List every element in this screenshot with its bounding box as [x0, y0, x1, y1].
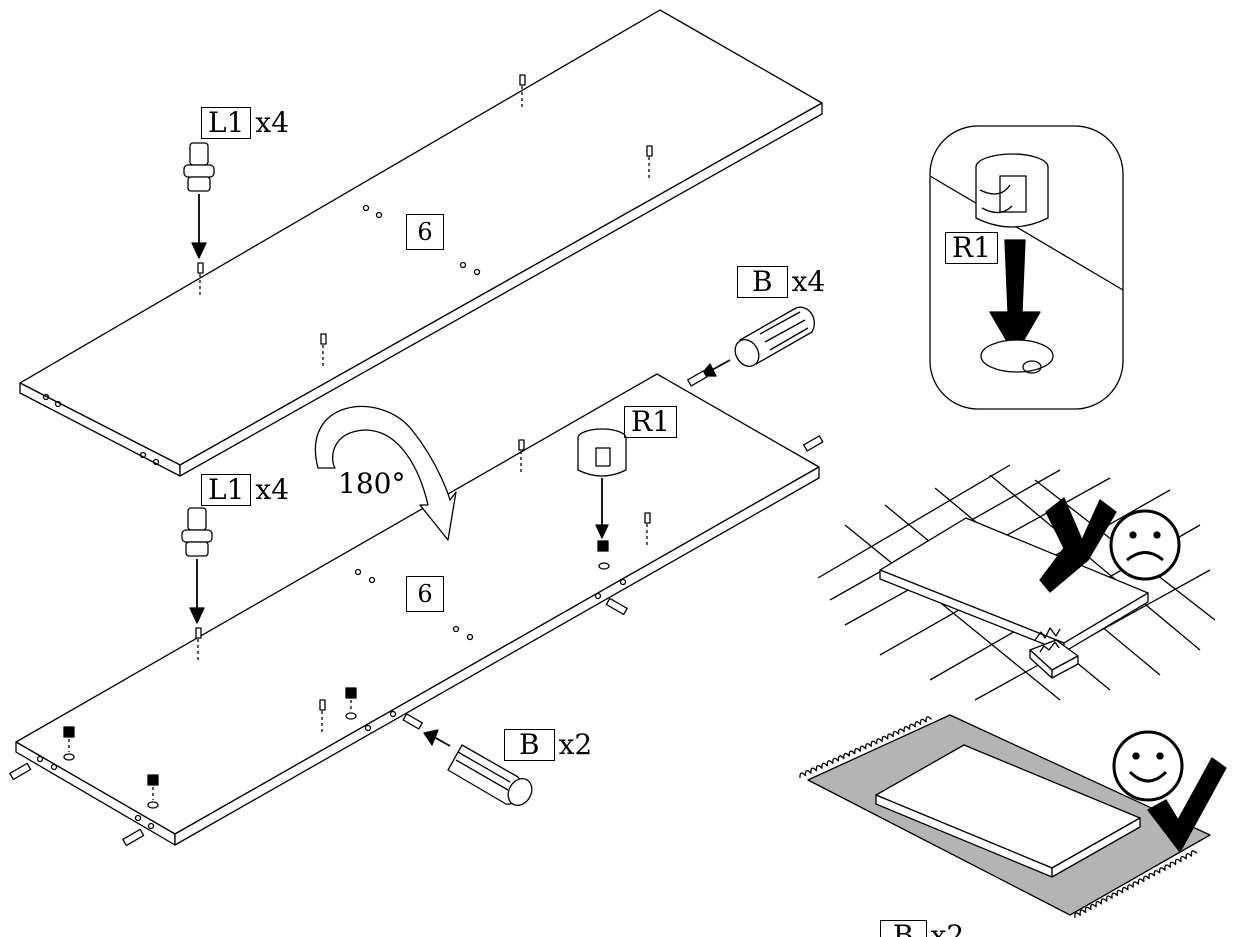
l1-qty: x4 — [255, 473, 290, 506]
r1-label: R1 — [624, 406, 677, 438]
wrong-surface-illustration — [817, 464, 1216, 701]
l1-code: L1 — [201, 474, 252, 506]
side-dowels — [9, 435, 824, 847]
small-cams — [63, 687, 357, 809]
l1-connector-bottom — [181, 507, 213, 624]
b-qty: x2 — [930, 920, 965, 937]
bottom-panel-pins — [195, 439, 651, 734]
r1-code: R1 — [624, 406, 677, 438]
b-qty: x4 — [791, 265, 826, 298]
r1-code: R1 — [945, 232, 998, 264]
panel-number-top: 6 — [406, 214, 444, 250]
b-code: B — [737, 266, 788, 298]
b-qty: x2 — [558, 728, 593, 761]
panel-number-bottom: 6 — [406, 576, 444, 612]
l1-code: L1 — [201, 107, 252, 139]
rotate-180-arrow — [315, 405, 457, 541]
rotation-label: 180° — [338, 467, 406, 500]
r1-detail-label: R1 — [945, 232, 998, 264]
r1-detail-callout — [929, 125, 1124, 410]
r1-cam-lock — [577, 428, 627, 570]
b-code: B — [880, 920, 927, 937]
correct-surface-illustration — [799, 714, 1227, 919]
l1-qty: x4 — [255, 106, 290, 139]
b-dowel-top — [687, 306, 815, 387]
l1-connector-top — [183, 142, 215, 259]
b-code: B — [504, 729, 555, 761]
top-panel-pins — [197, 74, 653, 368]
b-dowel-bottom — [402, 713, 533, 806]
